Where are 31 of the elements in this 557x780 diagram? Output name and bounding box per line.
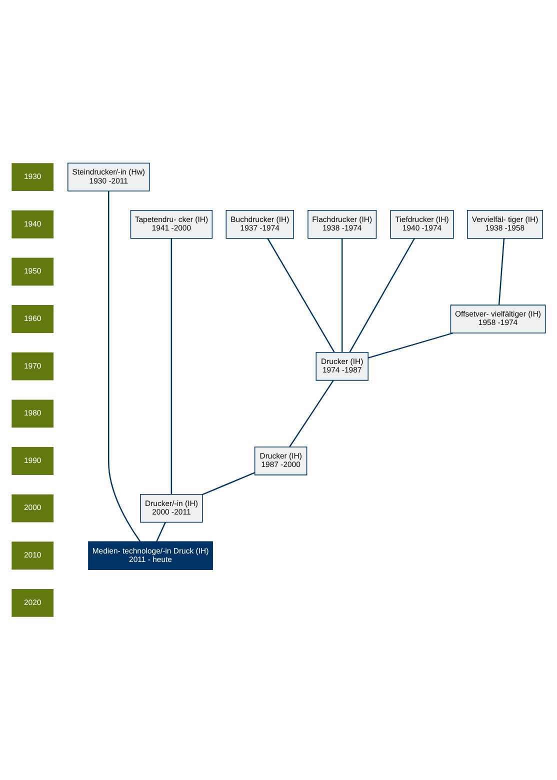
- label: 1970: [24, 361, 42, 370]
- connector: [202, 472, 255, 496]
- node-box: Drucker/-in (IH) 2000 -2011: [140, 494, 203, 523]
- connector: [498, 238, 505, 305]
- node-box: Drucker (IH) 1974 -1987: [316, 352, 368, 381]
- connector: [108, 191, 141, 542]
- node-box: Tapetendru- cker (IH) 1941 -2000: [130, 210, 213, 239]
- connector: [289, 380, 334, 448]
- connector: [342, 238, 343, 352]
- node-box: Offsetver- vielfältiger (IH) 1958 -1974: [450, 304, 546, 334]
- label: 2010: [24, 550, 42, 560]
- connector: [156, 522, 166, 542]
- label: 1990: [24, 456, 42, 465]
- label: 1960: [24, 314, 42, 323]
- connector: [368, 332, 454, 359]
- node-box: Buchdrucker (IH) 1937 -1974: [226, 210, 294, 239]
- label: 1980: [24, 408, 42, 418]
- connector: [349, 238, 416, 353]
- label: 1930: [24, 172, 42, 182]
- label: 2020: [24, 598, 42, 607]
- connector: [267, 238, 335, 353]
- node-box: Medien- technologe/-in Druck (IH) 2011 - heute: [88, 541, 213, 570]
- label: 1940: [24, 219, 42, 228]
- node-box: Vervielfäl- tiger (IH) 1938 -1958: [467, 210, 544, 239]
- connector: [170, 238, 172, 494]
- node-box: Flachdrucker (IH) 1938 -1974: [308, 210, 377, 239]
- node-box: Drucker (IH) 1987 -2000: [254, 446, 308, 476]
- label: 1950: [24, 266, 42, 276]
- node-box: Tiefdrucker (IH) 1940 -1974: [390, 210, 454, 239]
- node-box: Steindrucker/-in (Hw) 1930 -2011: [68, 162, 150, 192]
- label: 2000: [24, 503, 42, 512]
